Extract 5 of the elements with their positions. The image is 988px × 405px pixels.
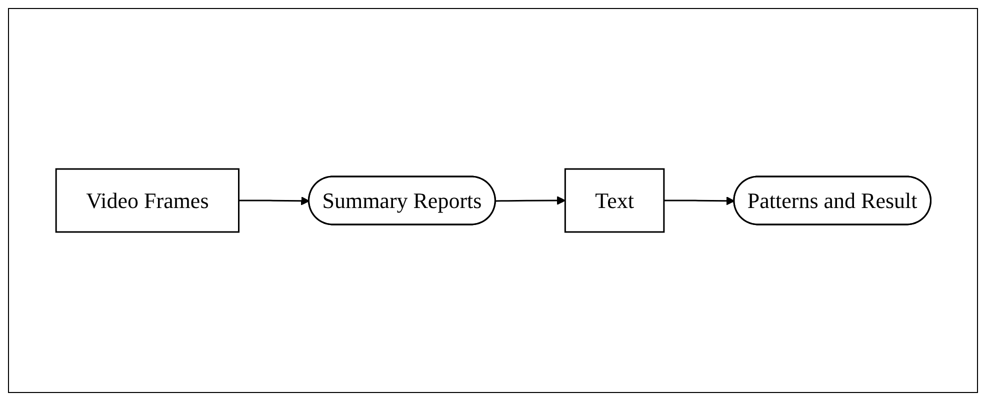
arrow — [495, 196, 566, 205]
arrow — [238, 196, 310, 206]
arrow — [664, 196, 734, 206]
node-box: Video Frames — [54, 168, 240, 233]
node-box: Text — [564, 168, 664, 233]
